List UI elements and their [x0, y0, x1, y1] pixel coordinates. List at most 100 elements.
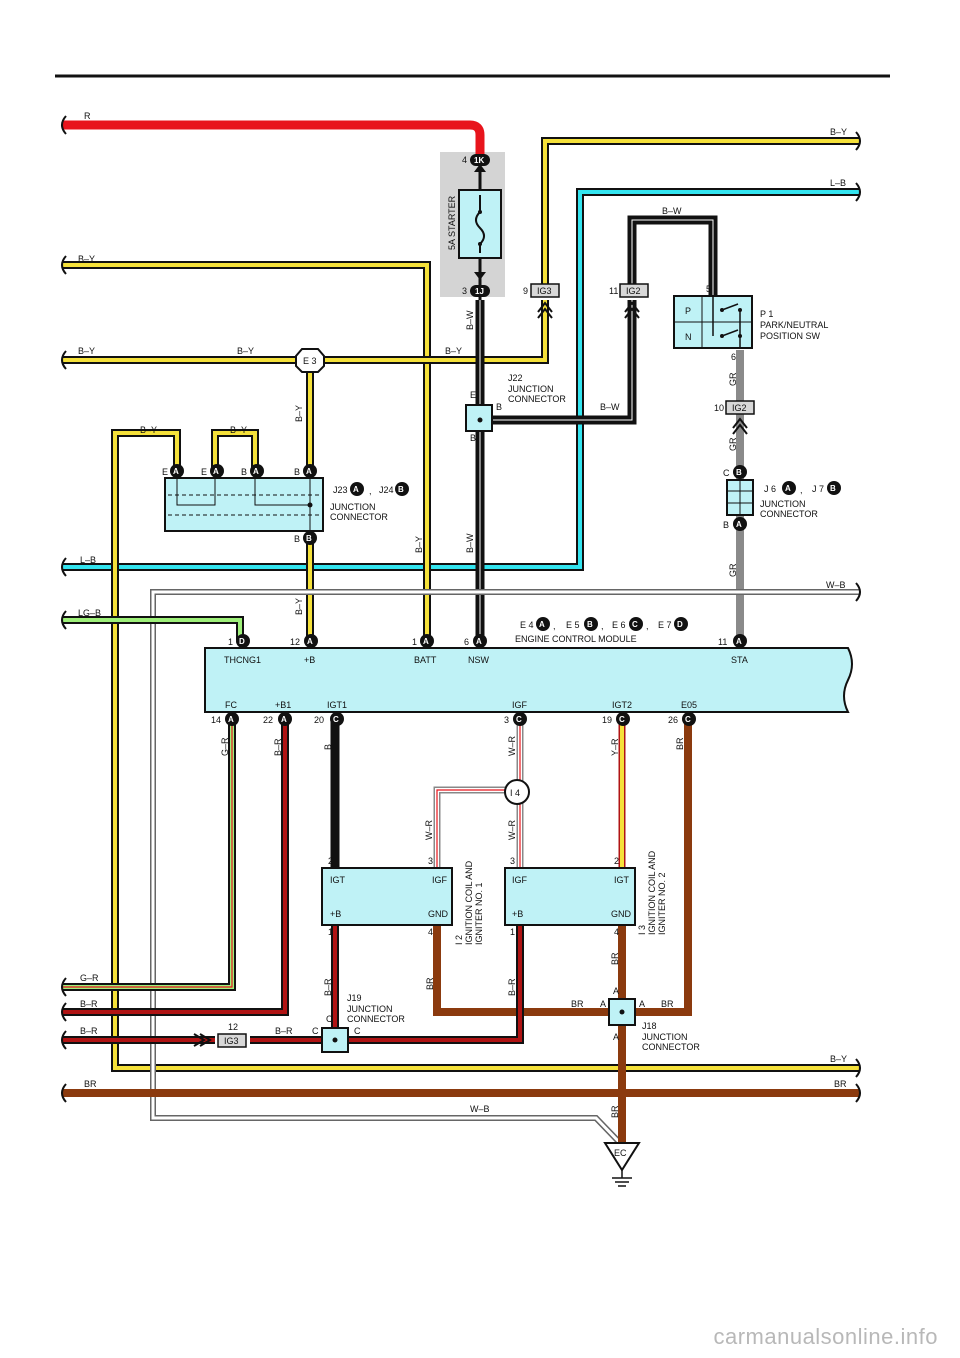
vlabel-br3: B–R	[323, 978, 333, 996]
svg-text:B: B	[587, 620, 593, 629]
svg-text:1: 1	[228, 637, 233, 647]
j18-pin-a3: A	[639, 999, 645, 1009]
left-label-by1: B–Y	[78, 254, 95, 264]
ground-symbol-icon	[612, 1170, 632, 1187]
svg-text:FC: FC	[225, 700, 237, 710]
svg-text:A: A	[253, 467, 259, 476]
svg-text:STA: STA	[731, 655, 748, 665]
left-break-marks	[61, 115, 67, 1103]
svg-text:26: 26	[668, 715, 678, 725]
park-sw-n: N	[685, 332, 692, 342]
j19-pin-c2: C	[312, 1026, 319, 1036]
e3-by-right: B–Y	[445, 346, 462, 356]
coil2-b: +B	[512, 909, 523, 919]
svg-text:A: A	[539, 620, 545, 629]
j22-pin-b2: B	[470, 433, 476, 443]
svg-text:E 4: E 4	[520, 620, 534, 630]
right-label-brn: BR	[834, 1079, 847, 1089]
ground-wire: W–B	[470, 1104, 490, 1114]
park-sw-pin-top: 5	[706, 284, 711, 294]
ecm-top-pins: 1 D THCNG1 12 A +B 1 A BATT 6 A NSW 11 A…	[224, 634, 748, 665]
j23-sep: ,	[369, 486, 372, 496]
vlabel-br-wire: B–R	[273, 738, 283, 756]
coil1-p2: 2	[328, 856, 333, 866]
vlabel-by-mid: B–Y	[414, 536, 424, 553]
j18-br-right: BR	[661, 999, 674, 1009]
svg-text:22: 22	[263, 715, 273, 725]
park-sw-wire-top: B–W	[662, 206, 682, 216]
j23-badge1: A	[353, 485, 359, 494]
fuse-conn-bot: 1J	[475, 287, 484, 296]
j18-id: J18	[642, 1021, 657, 1031]
fuse-starter: 5A STARTER	[447, 164, 502, 280]
j23-name2: CONNECTOR	[330, 512, 388, 522]
left-label-brn: BR	[84, 1079, 97, 1089]
left-label-by2: B–Y	[78, 346, 95, 356]
wire-gr-fc	[62, 720, 236, 991]
left-label-lgb: LG–B	[78, 608, 101, 618]
coil1-igt: IGT	[330, 875, 346, 885]
vlabel-b-wire: B	[323, 744, 333, 750]
j19-name2: CONNECTOR	[347, 1014, 405, 1024]
svg-text:THCNG1: THCNG1	[224, 655, 261, 665]
coil2-p3: 3	[510, 856, 515, 866]
j6-badge1: A	[785, 484, 791, 493]
e3-label: E 3	[303, 356, 317, 366]
vlabel-brn5: BR	[610, 1105, 620, 1118]
j6-badge2: B	[830, 484, 836, 493]
left-label-br2: B–R	[80, 1026, 98, 1036]
j18-pin-a4: A	[613, 1032, 619, 1042]
svg-text:B: B	[294, 467, 300, 477]
svg-text:C: C	[619, 715, 625, 724]
ecm-connectors: E 4 A , E 5 B , E 6 C , E 7 D	[520, 617, 688, 631]
vlabel-brn3: BR	[425, 977, 435, 990]
coil2-id: I 3	[637, 925, 647, 935]
svg-text:+B: +B	[304, 655, 315, 665]
svg-text:C: C	[685, 715, 691, 724]
svg-text:3: 3	[504, 715, 509, 725]
ig3b-connector	[217, 1033, 247, 1048]
coil1-box	[321, 867, 453, 926]
coil1-id: I 2	[454, 935, 464, 945]
j6-id1: J 6	[764, 484, 776, 494]
j22-name2: CONNECTOR	[508, 394, 566, 404]
ig3-connector	[530, 283, 560, 298]
j6-badge-top: B	[736, 468, 742, 477]
svg-text:,: ,	[553, 621, 556, 631]
j22-name1: JUNCTION	[508, 384, 554, 394]
vlabel-wr-wire: W–R	[507, 736, 517, 757]
j6-pin-top: C	[723, 468, 730, 478]
j23-pins: E A E A B A B A	[162, 464, 317, 478]
ig2b-connector	[725, 400, 755, 415]
svg-text:C: C	[516, 715, 522, 724]
fuse-wire-below: B–W	[465, 310, 475, 330]
left-label-lb: L–B	[80, 555, 96, 565]
j23-connector	[164, 477, 324, 532]
j6-badge-bot: A	[736, 520, 742, 529]
e3-by-left: B–Y	[237, 346, 254, 356]
vlabel-wr2: W–R	[424, 820, 434, 841]
right-label-lb: L–B	[830, 178, 846, 188]
ground-id: EC	[614, 1148, 627, 1158]
ig2b-pin: 10	[714, 403, 724, 413]
svg-text:C: C	[333, 715, 339, 724]
coil2-gnd: GND	[611, 909, 632, 919]
svg-text:A: A	[173, 467, 179, 476]
svg-text:B: B	[241, 467, 247, 477]
svg-text:A: A	[213, 467, 219, 476]
left-label-gr: G–R	[80, 973, 99, 983]
vlabel-brn4: BR	[610, 952, 620, 965]
j18-pin-a1: A	[613, 986, 619, 996]
ecm-bottom-pins: FC 14 A +B1 22 A IGT1 20 C IGF 3 C IGT2 …	[211, 700, 697, 726]
wire-br-b1	[62, 720, 289, 1016]
left-label-br1: B–R	[80, 999, 98, 1009]
j6-connector	[726, 479, 754, 516]
park-neutral-switch	[673, 295, 753, 349]
coil1-name2: IGNITER NO. 1	[474, 882, 484, 945]
svg-text:IGT2: IGT2	[612, 700, 632, 710]
svg-text:IGT1: IGT1	[327, 700, 347, 710]
svg-text:14: 14	[211, 715, 221, 725]
ecm-box	[204, 647, 853, 713]
svg-text:1: 1	[412, 637, 417, 647]
